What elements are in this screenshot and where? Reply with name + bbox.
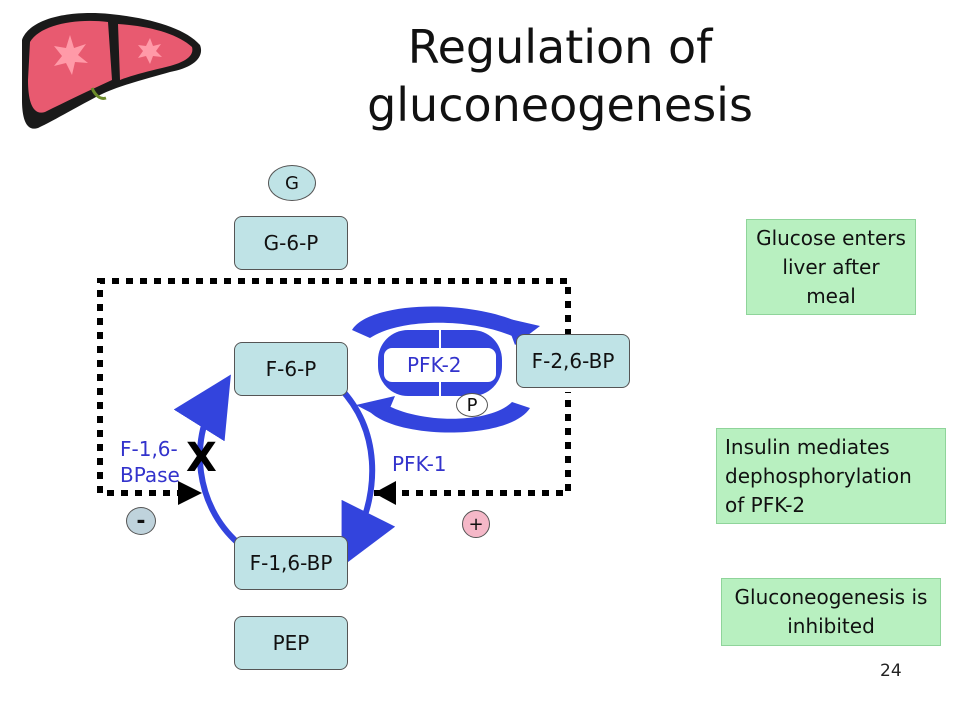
pfk1-arrow <box>337 385 396 567</box>
pep-node: PEP <box>234 616 348 670</box>
pfk2-top-arrowhead <box>505 318 540 345</box>
arrowhead-to-f16bpase <box>178 481 202 505</box>
f16bpase-label-line1: F-1,6- <box>120 437 178 461</box>
phosphate-badge: P <box>456 393 488 417</box>
pfk2-bottom-arrowhead <box>356 396 395 420</box>
note-inhibited: Gluconeogenesis is inhibited <box>721 578 941 646</box>
f16bpase-label-line2: BPase <box>120 463 180 487</box>
f16bpase-label: F-1,6- BPase <box>120 436 180 488</box>
page-number: 24 <box>880 661 902 681</box>
plus-badge: + <box>462 510 490 538</box>
pfk2-label: PFK-2 <box>407 353 462 377</box>
f6p-node: F-6-P <box>234 342 348 396</box>
page-title: Regulation of gluconeogenesis <box>300 18 820 134</box>
title-line-2: gluconeogenesis <box>367 78 753 132</box>
g6p-node: G-6-P <box>234 216 348 270</box>
pfk1-label: PFK-1 <box>392 452 447 476</box>
glucose-node: G <box>268 165 316 201</box>
note-insulin: Insulin mediates dephosphorylation of PF… <box>716 428 946 524</box>
inhibition-x-mark: X <box>186 435 217 481</box>
f26bp-node: F-2,6-BP <box>516 334 630 388</box>
f16bp-node: F-1,6-BP <box>234 536 348 590</box>
title-line-1: Regulation of <box>407 20 713 74</box>
f16bpase-arrow <box>173 374 240 546</box>
note-glucose-enters: Glucose enters liver after meal <box>746 219 916 315</box>
pfk2-bottom-arrow <box>370 402 530 433</box>
dotted-regulation-line <box>97 278 571 496</box>
arrowhead-to-pfk1 <box>374 481 396 505</box>
pfk2-top-arrow <box>352 306 530 338</box>
minus-badge: - <box>126 507 156 535</box>
